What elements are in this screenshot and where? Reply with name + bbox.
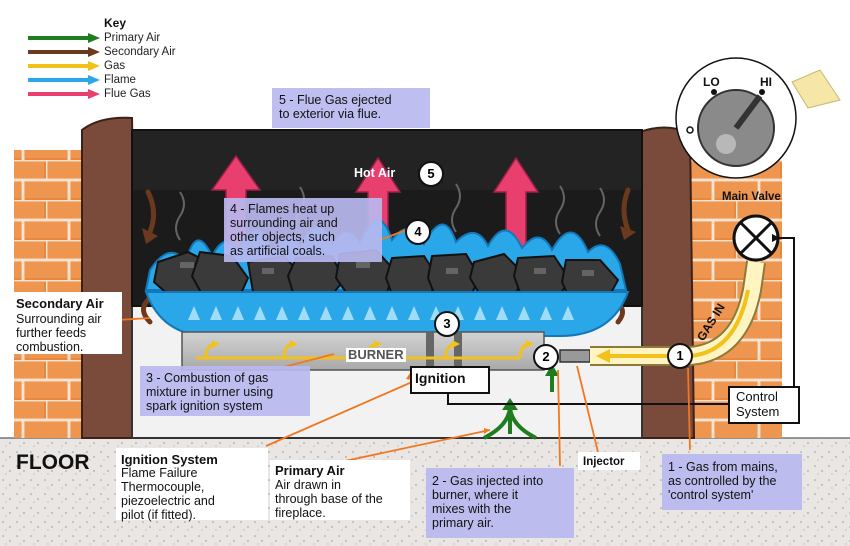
step-3-text: 3 - Combustion of gas mixture in burner …: [146, 371, 274, 413]
dial-hi-label: HI: [760, 75, 772, 89]
step-5-text: 5 - Flue Gas ejected to exterior via flu…: [279, 93, 392, 121]
ignition-system-note: [116, 448, 268, 520]
step-4-marker: 4: [405, 219, 431, 245]
key-title: Key: [104, 16, 127, 30]
step-3-callout: [140, 366, 310, 416]
key-label: Primary Air: [104, 32, 161, 44]
step-4-callout: [224, 198, 382, 262]
secondary-air-body: Surrounding air further feeds combustion…: [16, 312, 102, 354]
gas-arrow-icon: [28, 61, 100, 71]
ignition-system-title: Ignition System: [121, 452, 218, 467]
dial-lo-label: LO: [703, 75, 720, 89]
step-2-text: 2 - Gas injected into burner, where it m…: [432, 474, 544, 530]
flue-gas-arrow-icon: [28, 89, 100, 99]
key-label: Flue Gas: [104, 88, 151, 100]
main-valve-label: Main Valve: [722, 191, 781, 203]
step-number: 3: [443, 316, 451, 331]
step-4-text: 4 - Flames heat up surrounding air and o…: [230, 202, 338, 258]
step-1-callout: [662, 454, 802, 510]
control-system-label: Control System: [736, 389, 780, 419]
flame-arrow-icon: [28, 75, 100, 85]
left-surround: [81, 116, 140, 439]
artificial-coals: [152, 248, 620, 304]
ignition-box: [410, 366, 490, 394]
secondary-air-arrow-icon: [28, 47, 100, 57]
secondary-air-title: Secondary Air: [16, 296, 104, 311]
injector-note: [578, 452, 640, 470]
step-1-text: 1 - Gas from mains, as controlled by the…: [668, 460, 778, 502]
step-5-marker: 5: [418, 161, 444, 187]
primary-air-arrow-icon: [28, 33, 100, 43]
step-number: 4: [414, 224, 422, 239]
step-5-callout: [272, 88, 430, 128]
primary-air-title: Primary Air: [275, 463, 345, 478]
floor-label: FLOOR: [16, 451, 90, 474]
control-system-box: [728, 386, 800, 424]
step-2-callout: [426, 468, 574, 538]
injector: [559, 349, 591, 363]
step-number: 5: [427, 166, 435, 181]
right-surround: [639, 126, 696, 439]
key-label: Flame: [104, 74, 136, 86]
hot-air-label: Hot Air: [354, 166, 396, 180]
step-3-marker: 3: [434, 311, 460, 337]
burner-tray: [144, 291, 630, 337]
step-2-marker: 2: [533, 344, 559, 370]
burner-label: BURNER: [346, 347, 406, 362]
injector-label: Injector: [583, 456, 625, 468]
key-label: Gas: [104, 60, 126, 72]
step-1-marker: 1: [667, 343, 693, 369]
step-number: 2: [542, 349, 550, 364]
secondary-air-note: [12, 292, 122, 354]
step-number: 1: [676, 348, 684, 363]
ignition-system-body: Flame Failure Thermocouple, piezoelectri…: [121, 466, 215, 522]
primary-air-note: [270, 460, 410, 520]
primary-air-body: Air drawn in through base of the firepla…: [275, 478, 383, 520]
key-label: Secondary Air: [104, 46, 176, 58]
ignition-label: Ignition: [415, 370, 466, 386]
